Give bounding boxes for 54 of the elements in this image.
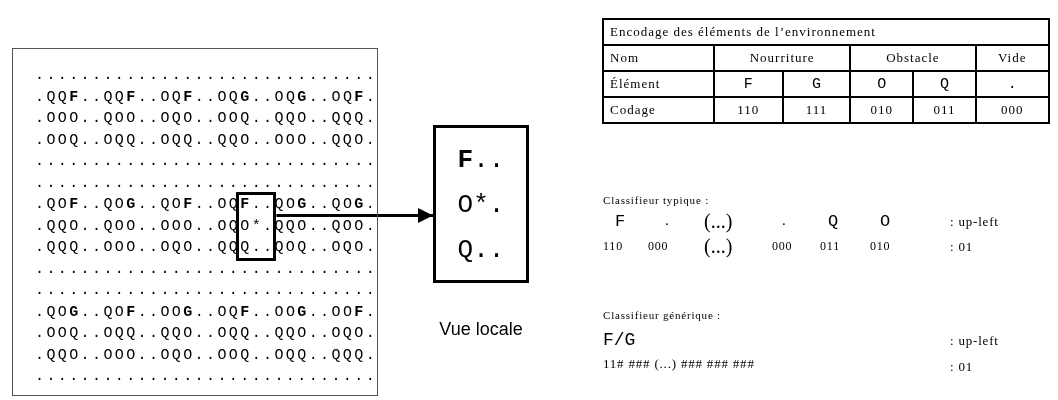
table-cell: Élément bbox=[603, 71, 715, 97]
table-cell: Nourriture bbox=[714, 45, 851, 71]
table-cell: 110 bbox=[714, 97, 783, 123]
label-text: . bbox=[665, 212, 670, 229]
grid-panel bbox=[12, 48, 378, 396]
table-cell: 010 bbox=[850, 97, 914, 123]
label-text: : up-left bbox=[950, 214, 999, 230]
label-text: 000 bbox=[772, 239, 793, 254]
character-row: .............................. bbox=[35, 283, 378, 299]
table-cell: Encodage des éléments de l’environnement bbox=[603, 19, 1049, 45]
label-text: 011 bbox=[820, 239, 840, 254]
label-text: 010 bbox=[870, 239, 891, 254]
table-cell: Vide bbox=[975, 45, 1049, 71]
label-text: O bbox=[880, 212, 891, 231]
table-cell: 000 bbox=[975, 97, 1049, 123]
table-cell: Obstacle bbox=[850, 45, 976, 71]
ellipsis: (...) bbox=[704, 210, 733, 233]
table-cell: Codage bbox=[603, 97, 715, 123]
label-text: : 01 bbox=[950, 359, 974, 375]
character-row: .............................. bbox=[35, 369, 378, 385]
label-text: 000 bbox=[648, 239, 669, 254]
character-row: .............................. bbox=[35, 175, 378, 192]
table-cell: . bbox=[975, 71, 1049, 97]
label-text: F/G bbox=[603, 330, 636, 350]
label-text: Classifieur typique : bbox=[603, 194, 709, 206]
node-label: Vue locale bbox=[438, 318, 524, 340]
label-text: . bbox=[782, 212, 787, 229]
table-cell: Nom bbox=[603, 45, 715, 71]
label-text: : up-left bbox=[950, 333, 999, 349]
character-row-text: F.. bbox=[456, 144, 506, 177]
character-row-text: O*. bbox=[456, 189, 506, 222]
label-text: Q bbox=[828, 212, 839, 231]
character-row: .OOQ..OQQ..QQO..OQQ..QQO..OQO. bbox=[35, 326, 378, 342]
label-text: Classifieur générique : bbox=[603, 309, 721, 321]
character-row: .............................. bbox=[35, 261, 378, 278]
label-text: 11# ### (...) ### ### ### bbox=[603, 356, 755, 372]
local-view-box bbox=[433, 125, 529, 283]
label-text: 110 bbox=[603, 239, 623, 254]
character-row-text: Q.. bbox=[456, 234, 506, 267]
table-cell: 111 bbox=[782, 97, 851, 123]
table-cell: F bbox=[714, 71, 783, 97]
character-row: .OOQ..OQQ..OQQ..QQO..OOO..QQO. bbox=[35, 132, 378, 149]
arrow bbox=[276, 208, 433, 223]
table-cell: 011 bbox=[913, 97, 976, 123]
character-row: .OOO..QOO..OQO..OOQ..QQO..QQQ. bbox=[35, 111, 378, 127]
character-row: .QQO..OOO..OQO..OOQ..OQQ..QQQ. bbox=[35, 347, 378, 364]
table-cell: G bbox=[782, 71, 851, 97]
table-cell: O bbox=[850, 71, 914, 97]
character-row: .............................. bbox=[35, 154, 378, 170]
label-text: : 01 bbox=[950, 239, 974, 255]
label-text: F bbox=[615, 212, 626, 231]
character-row: .............................. bbox=[35, 68, 378, 84]
table-cell: Q bbox=[913, 71, 976, 97]
ellipsis: (...) bbox=[704, 235, 733, 258]
